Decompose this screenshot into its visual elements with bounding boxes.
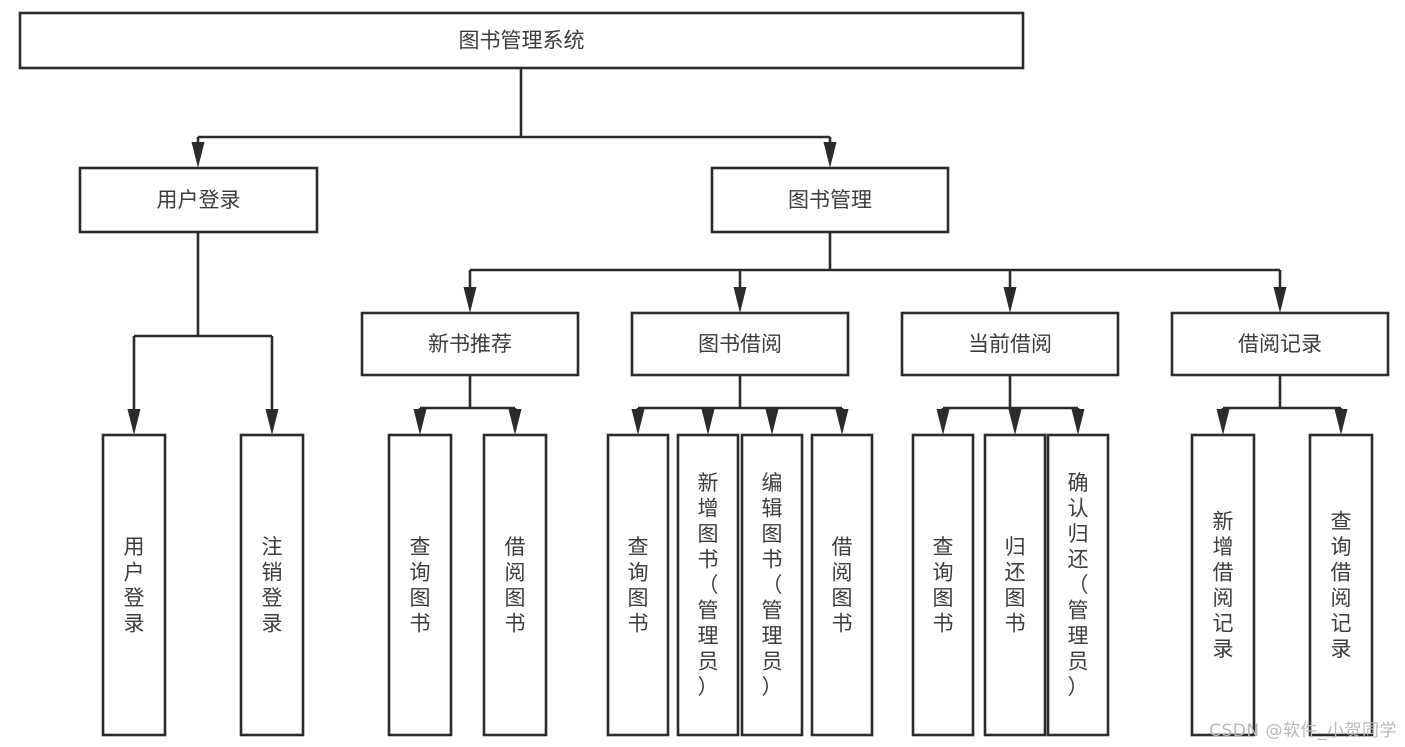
leaf-arrow-0 xyxy=(413,409,427,435)
node-leaf-book-borrow-2[interactable]: 编辑图书（管理员） xyxy=(740,433,804,737)
node-level1-0[interactable]: 用户登录 xyxy=(78,166,319,234)
node-level2-3[interactable]: 借阅记录 xyxy=(1170,311,1390,377)
node-level2-1-label: 图书借阅 xyxy=(698,332,782,356)
book-mgmt-arrow-0 xyxy=(463,287,477,313)
user-login-arrow-1 xyxy=(265,409,279,435)
node-leaf-user-login-0[interactable]: 用户登录 xyxy=(101,433,167,737)
node-leaf-new-book-recommend-0-label: 查询图书 xyxy=(410,535,431,636)
node-leaf-current-borrow-0[interactable]: 查询图书 xyxy=(911,433,975,737)
book-mgmt-arrow-3 xyxy=(1273,287,1287,313)
root-branch-arrow-0 xyxy=(191,142,205,168)
node-leaf-new-book-recommend-1[interactable]: 借阅图书 xyxy=(482,433,548,737)
node-leaf-book-borrow-0-label: 查询图书 xyxy=(628,535,649,636)
leaf-arrow-5 xyxy=(835,409,849,435)
node-leaf-user-login-0-label: 用户登录 xyxy=(124,535,145,636)
node-leaf-current-borrow-2-box[interactable] xyxy=(1046,433,1110,737)
node-leaf-book-borrow-1[interactable]: 新增图书（管理员） xyxy=(676,433,740,737)
node-level2-0[interactable]: 新书推荐 xyxy=(360,311,580,377)
node-leaf-current-borrow-1-box[interactable] xyxy=(983,433,1047,737)
book-mgmt-arrow-2 xyxy=(1003,287,1017,313)
node-leaf-user-login-1[interactable]: 注销登录 xyxy=(239,433,305,737)
node-level2-0-label: 新书推荐 xyxy=(428,332,512,356)
node-leaf-user-login-1-label: 注销登录 xyxy=(262,535,283,636)
node-leaf-borrow-records-1-box[interactable] xyxy=(1308,433,1374,737)
node-leaf-book-borrow-0-box[interactable] xyxy=(606,433,670,737)
node-level2-3-box[interactable] xyxy=(1170,311,1390,377)
node-leaf-book-borrow-1-box[interactable] xyxy=(676,433,740,737)
node-leaf-borrow-records-0-label: 新增借阅记录 xyxy=(1213,509,1234,661)
leaf-arrow-10 xyxy=(1334,409,1348,435)
leaf-arrow-8 xyxy=(1071,409,1085,435)
root-branch-arrow-1 xyxy=(823,142,837,168)
node-leaf-new-book-recommend-1-box[interactable] xyxy=(482,433,548,737)
node-level2-3-label: 借阅记录 xyxy=(1238,332,1322,356)
node-leaf-current-borrow-0-box[interactable] xyxy=(911,433,975,737)
node-leaf-book-borrow-1-label: 新增图书（管理员） xyxy=(698,471,719,699)
leaf-arrow-7 xyxy=(1008,409,1022,435)
node-root-system-label: 图书管理系统 xyxy=(459,29,585,53)
node-leaf-book-borrow-3-label: 借阅图书 xyxy=(832,535,853,636)
node-root-system-box[interactable] xyxy=(18,11,1025,70)
node-leaf-book-borrow-3-box[interactable] xyxy=(810,433,874,737)
node-level2-1-box[interactable] xyxy=(630,311,850,377)
node-root-system[interactable]: 图书管理系统 xyxy=(18,11,1025,70)
node-leaf-borrow-records-1[interactable]: 查询借阅记录 xyxy=(1308,433,1374,737)
user-login-arrow-0 xyxy=(127,409,141,435)
leaf-arrow-3 xyxy=(701,409,715,435)
node-leaf-new-book-recommend-1-label: 借阅图书 xyxy=(505,535,526,636)
node-level1-1-label: 图书管理 xyxy=(788,188,872,212)
node-leaf-new-book-recommend-0[interactable]: 查询图书 xyxy=(387,433,453,737)
node-leaf-current-borrow-2-label: 确认归还（管理员） xyxy=(1068,471,1089,699)
node-leaf-new-book-recommend-0-box[interactable] xyxy=(387,433,453,737)
node-leaf-borrow-records-0[interactable]: 新增借阅记录 xyxy=(1190,433,1256,737)
leaf-arrow-1 xyxy=(508,409,522,435)
leaf-arrow-9 xyxy=(1216,409,1230,435)
node-leaf-book-borrow-3[interactable]: 借阅图书 xyxy=(810,433,874,737)
node-leaf-current-borrow-2[interactable]: 确认归还（管理员） xyxy=(1046,433,1110,737)
node-level1-0-label: 用户登录 xyxy=(157,188,241,212)
connectors-layer xyxy=(127,68,1348,435)
node-leaf-current-borrow-0-label: 查询图书 xyxy=(933,535,954,636)
node-level1-0-box[interactable] xyxy=(78,166,319,234)
node-leaf-borrow-records-0-box[interactable] xyxy=(1190,433,1256,737)
node-level2-2[interactable]: 当前借阅 xyxy=(900,311,1120,377)
leaf-arrow-2 xyxy=(631,409,645,435)
node-level1-1[interactable]: 图书管理 xyxy=(710,166,950,234)
node-level2-0-box[interactable] xyxy=(360,311,580,377)
leaf-arrow-6 xyxy=(936,409,950,435)
node-level1-1-box[interactable] xyxy=(710,166,950,234)
node-level2-2-label: 当前借阅 xyxy=(968,332,1052,356)
node-leaf-current-borrow-1-label: 归还图书 xyxy=(1005,535,1026,636)
node-leaf-book-borrow-2-label: 编辑图书（管理员） xyxy=(762,471,783,699)
nodes-layer: 图书管理系统用户登录图书管理新书推荐图书借阅当前借阅借阅记录用户登录注销登录查询… xyxy=(18,11,1390,737)
node-leaf-user-login-0-box[interactable] xyxy=(101,433,167,737)
node-leaf-book-borrow-2-box[interactable] xyxy=(740,433,804,737)
book-mgmt-arrow-1 xyxy=(733,287,747,313)
node-leaf-user-login-1-box[interactable] xyxy=(239,433,305,737)
node-leaf-borrow-records-1-label: 查询借阅记录 xyxy=(1331,509,1352,661)
node-leaf-book-borrow-0[interactable]: 查询图书 xyxy=(606,433,670,737)
leaf-arrow-4 xyxy=(765,409,779,435)
node-leaf-current-borrow-1[interactable]: 归还图书 xyxy=(983,433,1047,737)
node-level2-2-box[interactable] xyxy=(900,311,1120,377)
node-level2-1[interactable]: 图书借阅 xyxy=(630,311,850,377)
